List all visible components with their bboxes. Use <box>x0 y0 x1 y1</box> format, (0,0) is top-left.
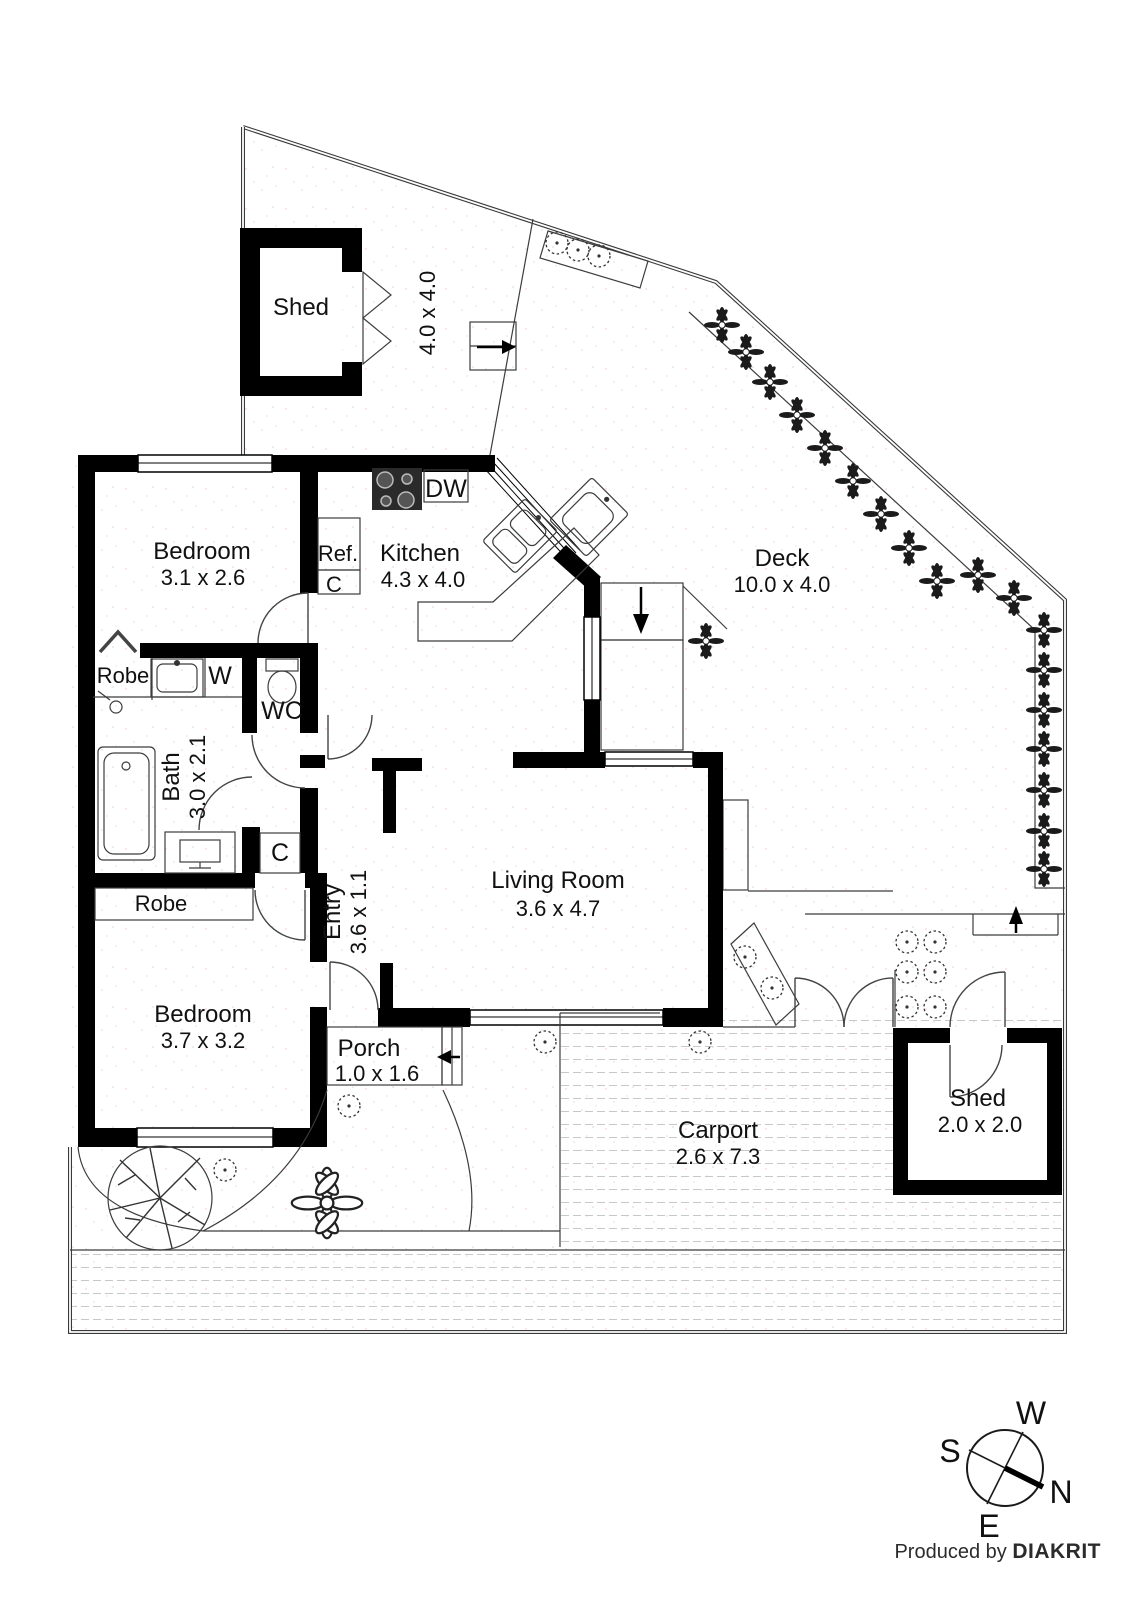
deck-planter-north <box>539 230 649 289</box>
tree-icon <box>107 1145 213 1251</box>
double-gate <box>723 970 896 1028</box>
kitchen-sink-double <box>483 499 557 573</box>
single-gate <box>949 971 1006 1028</box>
toilet-icon <box>265 658 299 704</box>
label-deck: Deck 10.0 x 4.0 <box>734 545 831 597</box>
window-living-south <box>469 1009 664 1026</box>
compass-west: W <box>1016 1395 1047 1431</box>
door-bath <box>198 776 253 831</box>
label-porch: Porch 1.0 x 1.6 <box>335 1035 419 1086</box>
label-washer: W <box>208 662 232 690</box>
label-bedroom1: Bedroom 3.1 x 2.6 <box>153 538 250 590</box>
hall-cupboard <box>259 832 301 874</box>
svg-text:2.6 x 7.3: 2.6 x 7.3 <box>676 1144 760 1169</box>
svg-text:Shed: Shed <box>950 1085 1006 1112</box>
door-shed-se <box>949 1044 1003 1098</box>
door-bedroom1 <box>257 592 309 644</box>
door-wc <box>251 734 306 789</box>
compass: W S N E <box>939 1395 1072 1544</box>
svg-text:Entry: Entry <box>319 884 346 940</box>
svg-text:10.0 x 4.0: 10.0 x 4.0 <box>734 572 831 597</box>
kitchen-deck-landing <box>600 582 728 751</box>
label-cupboard-hall: C <box>271 839 289 867</box>
door-bedroom2 <box>254 889 306 941</box>
svg-text:1.0 x 1.6: 1.0 x 1.6 <box>335 1061 419 1086</box>
shed-nw <box>240 228 392 396</box>
windows <box>136 454 694 1148</box>
window-bedroom2 <box>136 1127 274 1148</box>
door-front <box>329 961 379 1011</box>
front-garden <box>70 1012 1065 1251</box>
label-wc: WC <box>261 697 303 725</box>
compass-east: E <box>978 1508 999 1544</box>
kitchen-sink-single <box>550 478 628 556</box>
deck-planter-south <box>730 922 800 1026</box>
fixtures <box>93 468 628 921</box>
label-living: Living Room 3.6 x 4.7 <box>491 867 624 921</box>
robe-rail-icon <box>98 629 138 654</box>
svg-text:Living Room: Living Room <box>491 867 624 894</box>
shower-icon <box>97 690 123 714</box>
deck-steps-west <box>469 321 517 371</box>
label-entry: Entry 3.6 x 1.1 <box>319 870 371 954</box>
deck-west-edge <box>489 218 534 456</box>
footer-credit: Produced by DIAKRIT <box>894 1540 1101 1563</box>
svg-text:3.7 x 3.2: 3.7 x 3.2 <box>161 1028 245 1053</box>
bathtub-icon <box>97 746 156 861</box>
driveway-paving <box>70 1250 1065 1332</box>
dishwasher-box <box>423 469 469 503</box>
svg-text:4.3 x 4.0: 4.3 x 4.0 <box>381 567 465 592</box>
vanity-icon <box>164 831 236 874</box>
bedroom2-robe <box>94 887 254 921</box>
laundry-trough-icon <box>150 658 242 698</box>
label-shed-nw-dims: 4.0 x 4.0 <box>415 271 440 355</box>
svg-text:3.6 x 1.1: 3.6 x 1.1 <box>346 870 371 954</box>
label-kitchen: Kitchen 4.3 x 4.0 <box>380 540 465 592</box>
svg-text:Deck: Deck <box>755 545 811 572</box>
svg-text:Kitchen: Kitchen <box>380 540 460 567</box>
label-cupboard-kitchen: C <box>326 572 342 597</box>
label-robe-bath: Robe <box>97 663 150 688</box>
shed-nw-door-leaf <box>362 316 392 366</box>
deck-area <box>469 218 1065 1028</box>
shed-nw-door-leaf <box>362 270 392 320</box>
house-walls <box>78 455 723 1147</box>
compass-needle <box>1003 1465 1045 1490</box>
shed-se <box>893 1028 1062 1195</box>
stove-icon <box>372 468 422 510</box>
svg-text:Bath: Bath <box>158 752 185 801</box>
label-shed-se: Shed 2.0 x 2.0 <box>938 1085 1022 1137</box>
svg-text:3.6 x 4.7: 3.6 x 4.7 <box>516 896 600 921</box>
label-shed-nw: Shed 4.0 x 4.0 <box>273 271 440 355</box>
svg-text:Carport: Carport <box>678 1117 758 1144</box>
compass-south: S <box>939 1433 960 1469</box>
kitchen-bench <box>417 527 600 642</box>
label-robe-bedroom2: Robe <box>135 891 188 916</box>
deck-south-edge <box>722 799 1065 936</box>
kitchen-cupboard <box>317 569 361 595</box>
label-dishwasher: DW <box>425 475 467 503</box>
label-carport: Carport 2.6 x 7.3 <box>676 1117 760 1169</box>
doors <box>198 592 379 1011</box>
svg-text:Porch: Porch <box>338 1035 401 1062</box>
svg-text:Bedroom: Bedroom <box>154 1001 251 1028</box>
window-bedroom1 <box>137 454 273 473</box>
porch <box>326 1026 463 1086</box>
label-bath: Bath 3.0 x 2.1 <box>158 735 210 819</box>
flower-bed-edge <box>688 311 1065 889</box>
window-kitchen-east <box>583 616 601 701</box>
window-living-north <box>604 751 694 767</box>
door-hall-entry <box>327 714 373 760</box>
svg-text:3.1 x 2.6: 3.1 x 2.6 <box>161 565 245 590</box>
compass-north: N <box>1049 1474 1072 1510</box>
svg-text:2.0 x 2.0: 2.0 x 2.0 <box>938 1112 1022 1137</box>
label-bedroom2: Bedroom 3.7 x 3.2 <box>154 1001 251 1053</box>
svg-text:Shed: Shed <box>273 294 329 321</box>
svg-text:3.0 x 2.1: 3.0 x 2.1 <box>185 735 210 819</box>
label-fridge: Ref. <box>318 541 358 566</box>
svg-text:Bedroom: Bedroom <box>153 538 250 565</box>
